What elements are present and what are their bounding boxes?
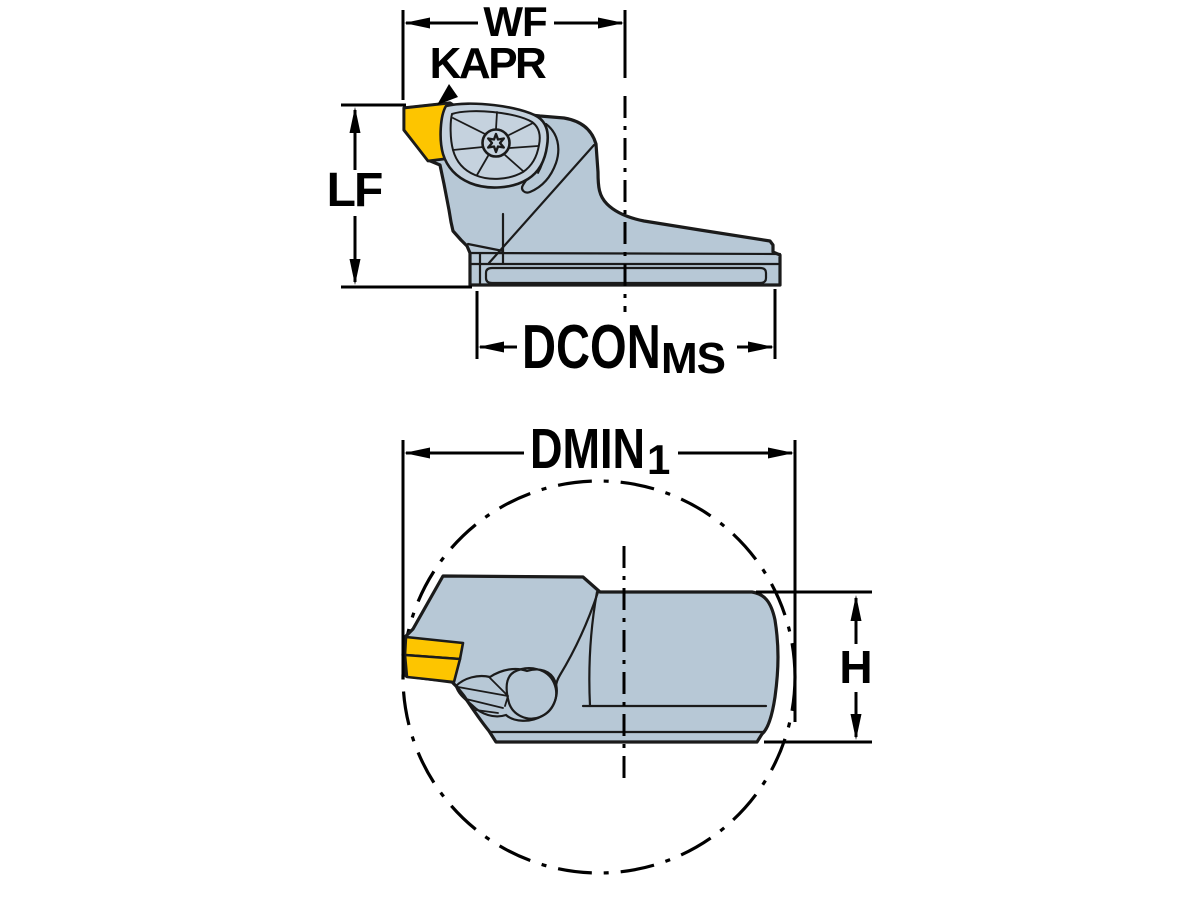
dim-dmin <box>401 440 797 722</box>
pocket-bottom-line <box>466 242 505 253</box>
insert-end-lower <box>403 653 462 684</box>
flange-inner-recess <box>484 266 768 285</box>
wf-arrow-right <box>598 17 624 29</box>
clamp-facet-lines <box>452 111 539 176</box>
dmin-label-subscript: 1 <box>647 436 671 483</box>
end-bottom-strip <box>488 730 765 744</box>
torx-star-icon <box>487 132 505 154</box>
head-diagonal-line <box>487 143 596 265</box>
lf-arrow-bottom <box>349 259 361 285</box>
end-clamp-knob <box>505 667 558 720</box>
dim-label-dmin: DMIN1 <box>530 417 670 481</box>
dim-label-dcon: DCONMS <box>522 313 726 382</box>
h-arrow-bottom <box>850 714 862 740</box>
dim-label-wf: WF <box>483 0 547 45</box>
dim-lf <box>341 103 472 289</box>
kapr-arrow <box>437 84 458 105</box>
dim-label-kapr: KAPR <box>429 39 547 88</box>
torx-screw <box>481 128 511 158</box>
dmin-arrow-left <box>404 447 430 459</box>
dcon-arrow-right <box>748 341 774 353</box>
wf-arrow-left <box>404 17 430 29</box>
dim-wf <box>401 10 627 100</box>
end-view-insert <box>403 635 465 684</box>
end-clamp-facets <box>457 676 509 714</box>
side-view <box>341 10 782 359</box>
side-view-clamp <box>439 102 550 189</box>
dcon-label-subscript: MS <box>661 334 726 383</box>
end-view <box>401 440 872 875</box>
dim-dcon <box>475 289 777 359</box>
dim-h <box>756 590 872 744</box>
h-arrow-top <box>850 595 862 621</box>
dmin-arrow-right <box>768 447 794 459</box>
dim-label-h: H <box>839 641 873 693</box>
end-view-body <box>401 574 780 744</box>
dmin-label-main: DMIN <box>530 417 646 481</box>
dcon-arrow-left <box>478 341 504 353</box>
dcon-label-main: DCON <box>522 313 661 382</box>
lf-arrow-top <box>349 107 361 133</box>
dim-label-lf: LF <box>326 164 384 217</box>
